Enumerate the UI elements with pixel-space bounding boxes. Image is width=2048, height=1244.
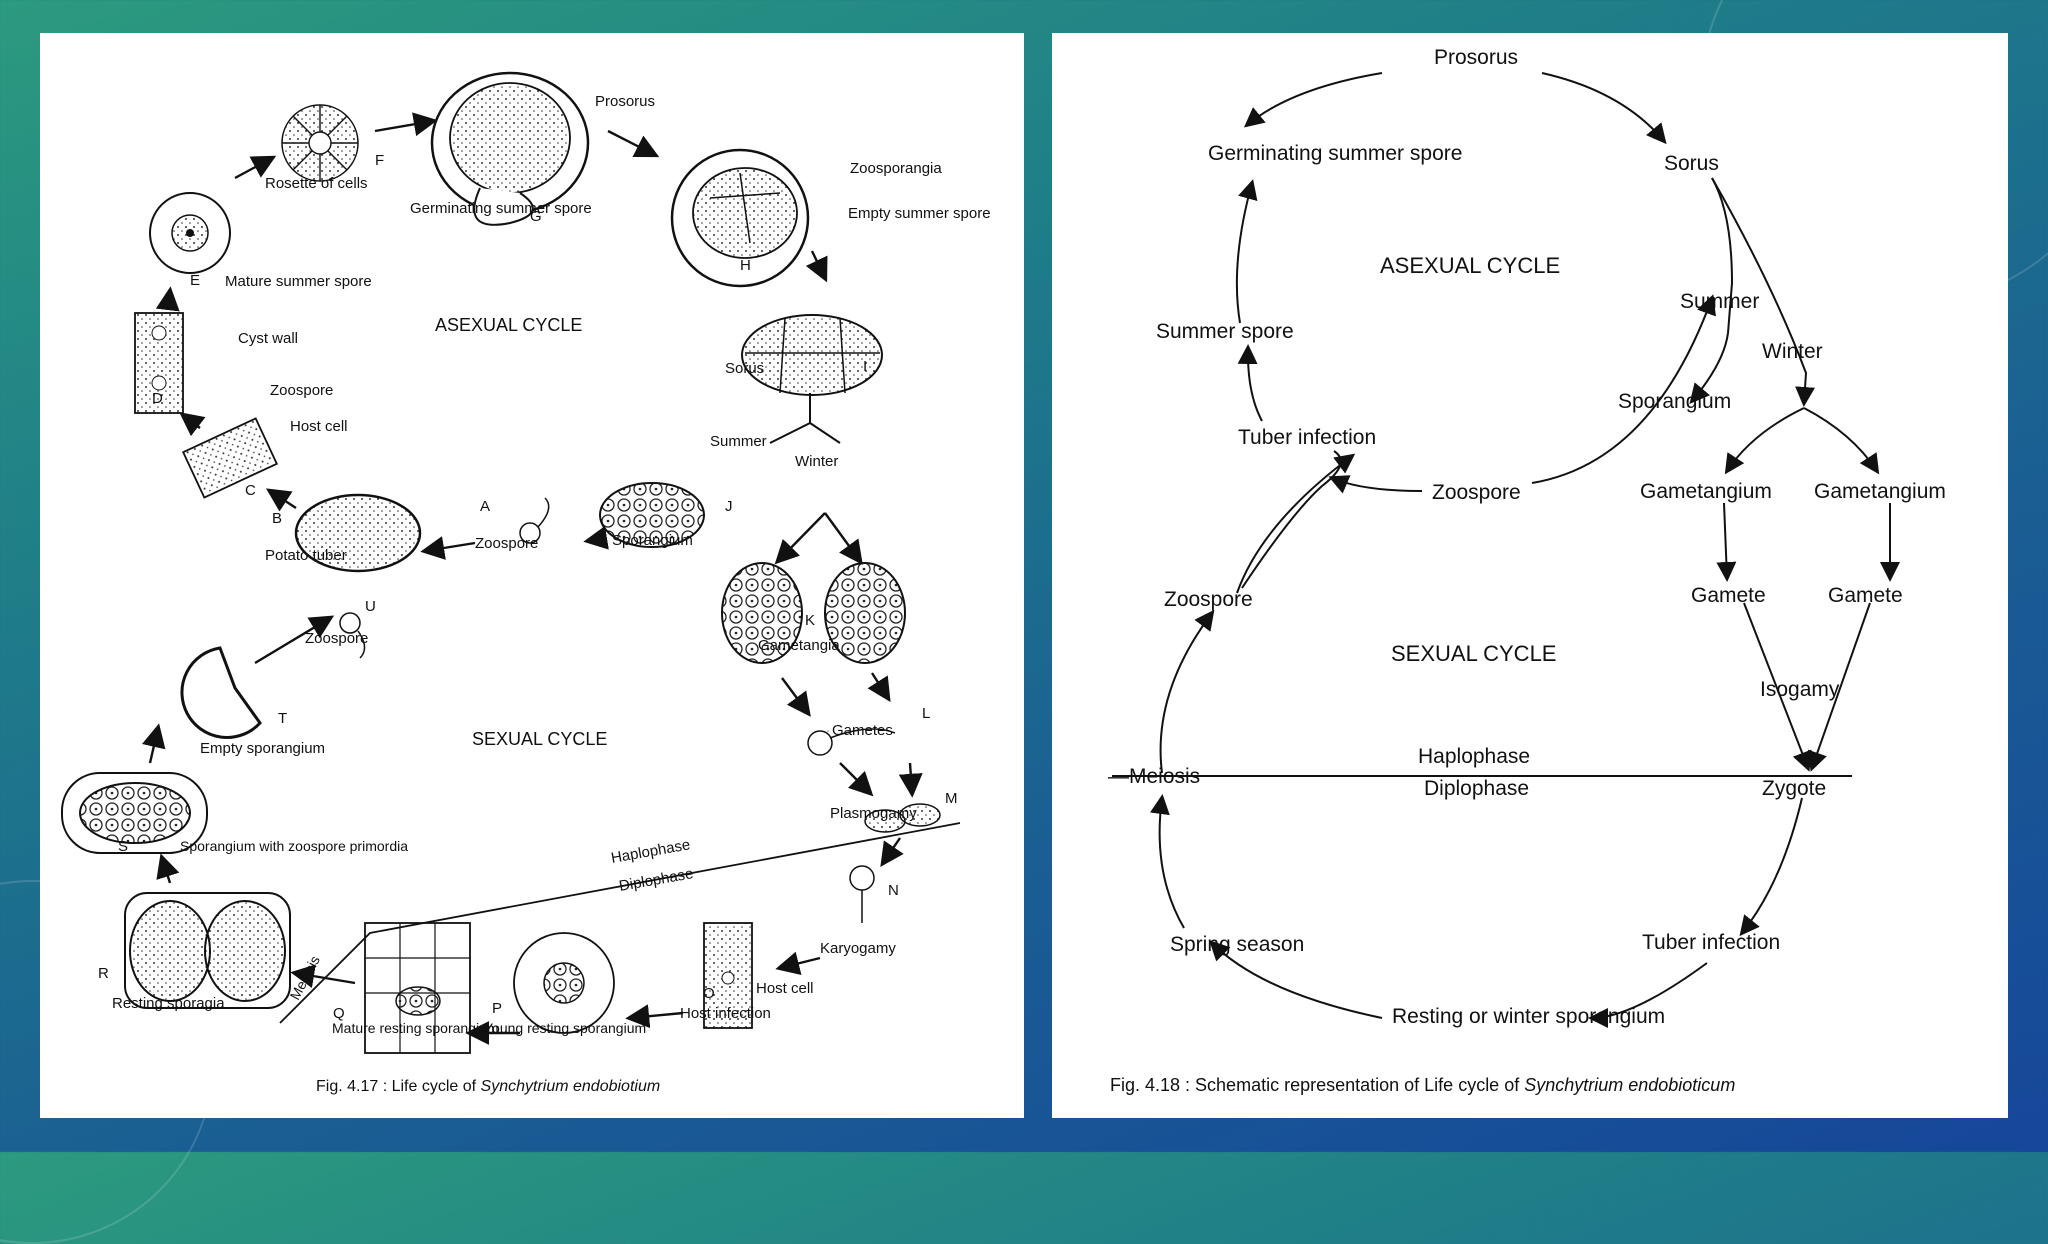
tuber-infection-bottom-node: Tuber infection bbox=[1642, 931, 1780, 954]
letter-o: O bbox=[703, 985, 715, 1002]
zygote-node: Zygote bbox=[1762, 777, 1826, 800]
asexual-cycle-label: ASEXUAL CYCLE bbox=[435, 315, 582, 335]
germinating-summer-spore-label: Germinating summer spore bbox=[410, 200, 592, 217]
diplophase-label: Diplophase bbox=[618, 865, 695, 895]
mature-summer-spore-label: Mature summer spore bbox=[225, 273, 372, 290]
karyogamy-drawing bbox=[850, 866, 874, 923]
zoospore-to-tuber-curve bbox=[1242, 451, 1341, 588]
meiosis-node: —Meiosis bbox=[1108, 765, 1200, 788]
letter-e: E bbox=[190, 272, 200, 289]
gametangium-1-node: Gametangium bbox=[1640, 480, 1772, 503]
letter-t: T bbox=[278, 710, 287, 727]
schematic-arrows bbox=[1160, 73, 1890, 1018]
schematic-panel: Prosorus Sorus Germinating summer spore … bbox=[1052, 33, 2008, 1118]
gamete-1-node: Gamete bbox=[1691, 584, 1766, 607]
sporangium-primordia-label: Sporangium with zoospore primordia bbox=[180, 838, 408, 854]
summer-branch-label: Summer bbox=[710, 433, 767, 450]
host-cell-o-label: Host cell bbox=[756, 980, 814, 997]
sorus-label: Sorus bbox=[725, 360, 764, 377]
gametes-label: Gametes bbox=[832, 722, 893, 739]
diplophase-node: Diplophase bbox=[1424, 777, 1529, 800]
empty-sporangium-label: Empty sporangium bbox=[200, 740, 325, 757]
karyogamy-label: Karyogamy bbox=[820, 940, 896, 957]
letter-b: B bbox=[272, 510, 282, 527]
haplophase-label: Haplophase bbox=[610, 836, 692, 867]
zoospore-c-label: Zoospore bbox=[270, 382, 333, 399]
winter-branch-label: Winter bbox=[795, 453, 838, 470]
letter-n: N bbox=[888, 882, 899, 899]
potato-tuber-label: Potato tuber bbox=[265, 547, 347, 564]
prosorus-label: Prosorus bbox=[595, 93, 655, 110]
tuber-infection-top-node: Tuber infection bbox=[1238, 426, 1376, 449]
sorus-node: Sorus bbox=[1664, 152, 1719, 175]
young-resting-sporangium-label: Young resting sporangium bbox=[484, 1020, 646, 1036]
prosorus-node: Prosorus bbox=[1434, 46, 1518, 69]
life-cycle-illustration: ASEXUAL CYCLE SEXUAL CYCLE Haplophase Di… bbox=[40, 33, 1024, 1118]
summer-node: Summer bbox=[1680, 290, 1759, 313]
winter-node: Winter bbox=[1762, 340, 1823, 363]
haplophase-node: Haplophase bbox=[1418, 745, 1530, 768]
zoospore-a-label: Zoospore bbox=[475, 535, 538, 552]
sorus-drawing bbox=[742, 315, 882, 395]
mature-resting-sporangium-label: Mature resting sporangium bbox=[332, 1020, 499, 1036]
isogamy-node: Isogamy bbox=[1760, 678, 1840, 701]
empty-summer-spore-label: Empty summer spore bbox=[848, 205, 991, 222]
empty-sporangium-drawing bbox=[182, 648, 260, 737]
letter-m: M bbox=[945, 790, 958, 807]
letter-p: P bbox=[492, 1000, 502, 1017]
zoospore-top-node: Zoospore bbox=[1432, 481, 1521, 504]
host-cell-c-label: Host cell bbox=[290, 418, 348, 435]
letter-r: R bbox=[98, 965, 109, 982]
letter-a: A bbox=[480, 498, 490, 515]
left-figure-caption: Fig. 4.17 : Life cycle of Synchytrium en… bbox=[316, 1078, 660, 1095]
letter-d: D bbox=[152, 390, 163, 407]
summer-spore-node: Summer spore bbox=[1156, 320, 1294, 343]
cyst-wall-label: Cyst wall bbox=[238, 330, 298, 347]
letter-k: K bbox=[805, 612, 815, 629]
asexual-cycle-title: ASEXUAL CYCLE bbox=[1380, 253, 1560, 278]
resting-sporagia-label: Resting sporagia bbox=[112, 995, 225, 1012]
zoospore-left-node: Zoospore bbox=[1164, 588, 1253, 611]
sporangium-j-label: Sporangium bbox=[612, 532, 693, 549]
sexual-cycle-label: SEXUAL CYCLE bbox=[472, 729, 607, 749]
plasmogamy-label: Plasmogamy bbox=[830, 805, 917, 822]
resting-sporangia-drawing bbox=[125, 893, 290, 1008]
summer-winter-branch bbox=[770, 393, 840, 443]
life-cycle-illustration-panel: ASEXUAL CYCLE SEXUAL CYCLE Haplophase Di… bbox=[40, 33, 1024, 1118]
zoospore-u-label: Zoospore bbox=[305, 630, 368, 647]
right-figure-caption: Fig. 4.18 : Schematic representation of … bbox=[1110, 1075, 1735, 1095]
sexual-cycle-title: SEXUAL CYCLE bbox=[1391, 641, 1556, 666]
gametangia-label: Gametangia bbox=[758, 637, 840, 654]
letter-f: F bbox=[375, 152, 384, 169]
letter-l: L bbox=[922, 705, 930, 722]
schematic-diagram: Prosorus Sorus Germinating summer spore … bbox=[1052, 33, 2008, 1118]
rosette-of-cells-drawing bbox=[282, 105, 358, 181]
gametangium-2-node: Gametangium bbox=[1814, 480, 1946, 503]
letter-j: J bbox=[725, 498, 733, 515]
rosette-label: Rosette of cells bbox=[265, 175, 368, 192]
gamete-2-node: Gamete bbox=[1828, 584, 1903, 607]
letter-u: U bbox=[365, 598, 376, 615]
letter-c: C bbox=[245, 482, 256, 499]
host-cell-drawing bbox=[183, 418, 277, 497]
host-infection-label: Host infection bbox=[680, 1005, 771, 1022]
letter-i: I bbox=[863, 358, 867, 375]
resting-node: Resting or winter sporangium bbox=[1392, 1005, 1665, 1028]
letter-h: H bbox=[740, 257, 751, 274]
spring-season-node: Spring season bbox=[1170, 933, 1304, 956]
mature-summer-spore-drawing bbox=[150, 193, 230, 273]
sporangium-node: Sporangium bbox=[1618, 390, 1731, 413]
zoosporangia-label: Zoosporangia bbox=[850, 160, 942, 177]
letter-s: S bbox=[118, 838, 128, 855]
young-resting-sporangium-drawing bbox=[514, 933, 614, 1033]
germinating-node: Germinating summer spore bbox=[1208, 142, 1462, 165]
